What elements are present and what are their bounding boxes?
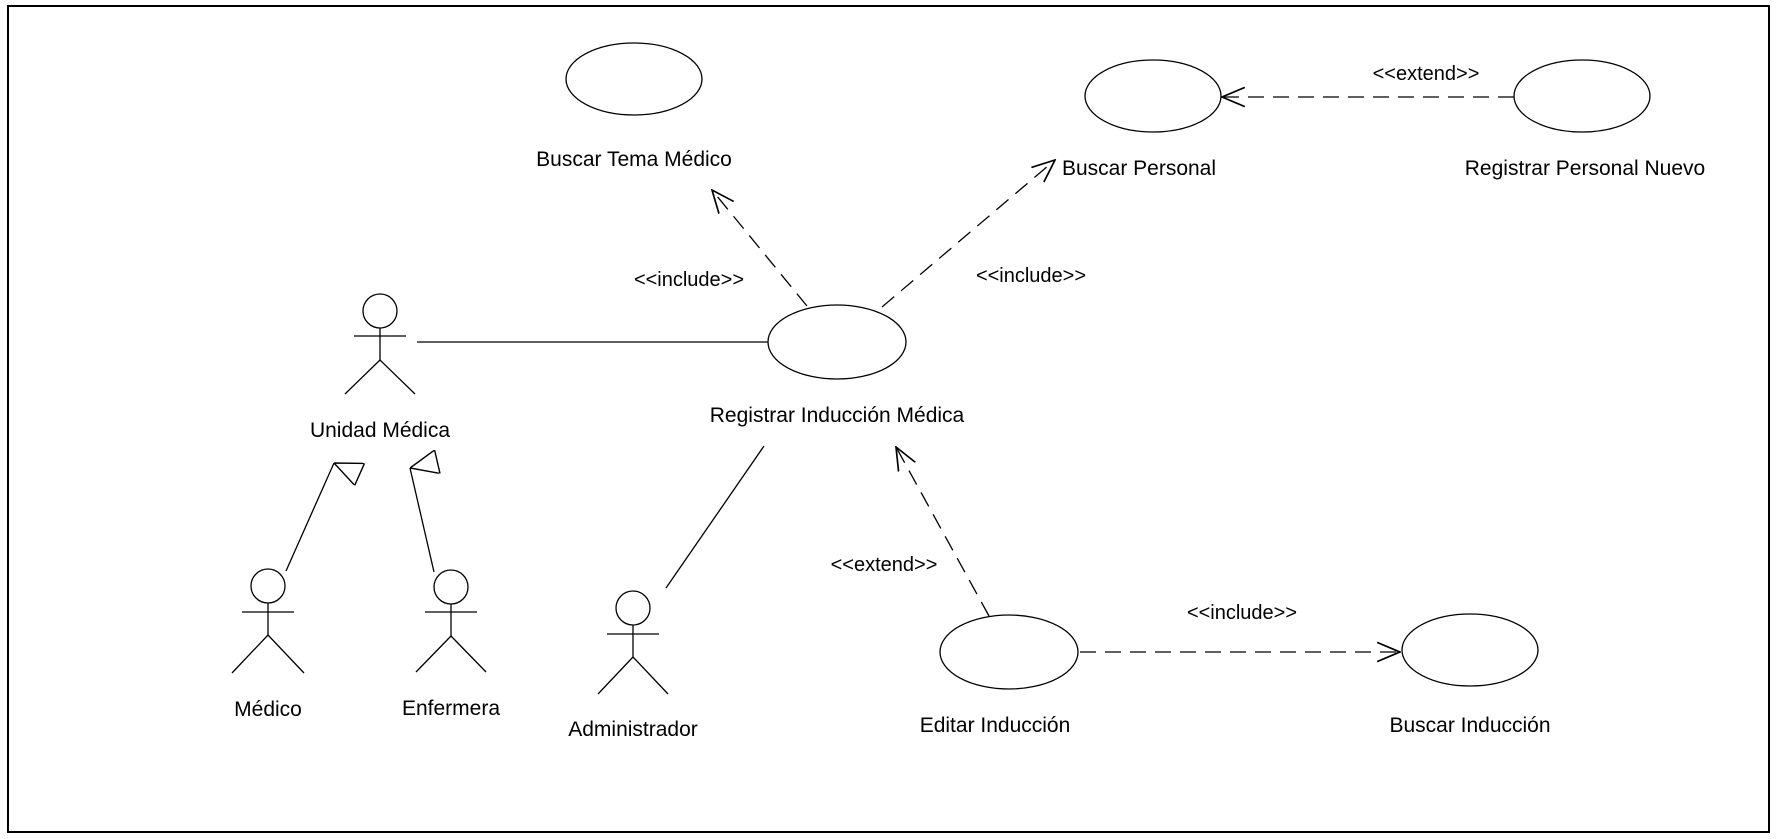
use-case-buscar-induccion (1401, 613, 1539, 687)
actor-unidad-medica-figure (344, 293, 416, 395)
actor-enfermera-label: Enfermera (402, 697, 500, 720)
label-buscar-tema-medico: Buscar Tema Médico (536, 148, 732, 171)
use-case-registrar-personal-nuevo (1513, 59, 1651, 133)
association-administrador (665, 445, 765, 589)
actor-administrador-label: Administrador (568, 718, 698, 741)
extend-registrar-personal-nuevo-label: <<extend>> (1373, 63, 1480, 85)
use-case-buscar-personal (1084, 59, 1222, 133)
generalization-enfermera (410, 468, 434, 573)
generalization-medico (285, 463, 334, 572)
actor-unidad-medica-label: Unidad Médica (310, 419, 450, 442)
label-buscar-induccion: Buscar Inducción (1389, 714, 1550, 737)
include-buscar-personal-arrow (881, 160, 1055, 308)
use-case-buscar-tema-medico (565, 42, 703, 116)
use-case-registrar-induccion-medica (767, 304, 907, 380)
actor-enfermera-figure (415, 569, 487, 673)
actor-medico-label: Médico (234, 698, 302, 721)
include-buscar-tema-medico-label: <<include>> (634, 269, 744, 291)
use-case-editar-induccion (939, 614, 1079, 690)
include-buscar-personal-label: <<include>> (976, 265, 1086, 287)
label-registrar-induccion-medica: Registrar Inducción Médica (710, 404, 965, 427)
diagram-frame (7, 5, 1770, 833)
include-buscar-induccion-label: <<include>> (1187, 602, 1297, 624)
label-editar-induccion: Editar Inducción (920, 714, 1071, 737)
label-registrar-personal-nuevo: Registrar Personal Nuevo (1465, 157, 1705, 180)
actor-administrador-figure (597, 590, 669, 695)
extend-editar-induccion-arrow (896, 447, 990, 617)
actor-medico-figure (231, 568, 305, 674)
label-buscar-personal: Buscar Personal (1062, 157, 1216, 180)
extend-editar-induccion-label: <<extend>> (831, 554, 938, 576)
